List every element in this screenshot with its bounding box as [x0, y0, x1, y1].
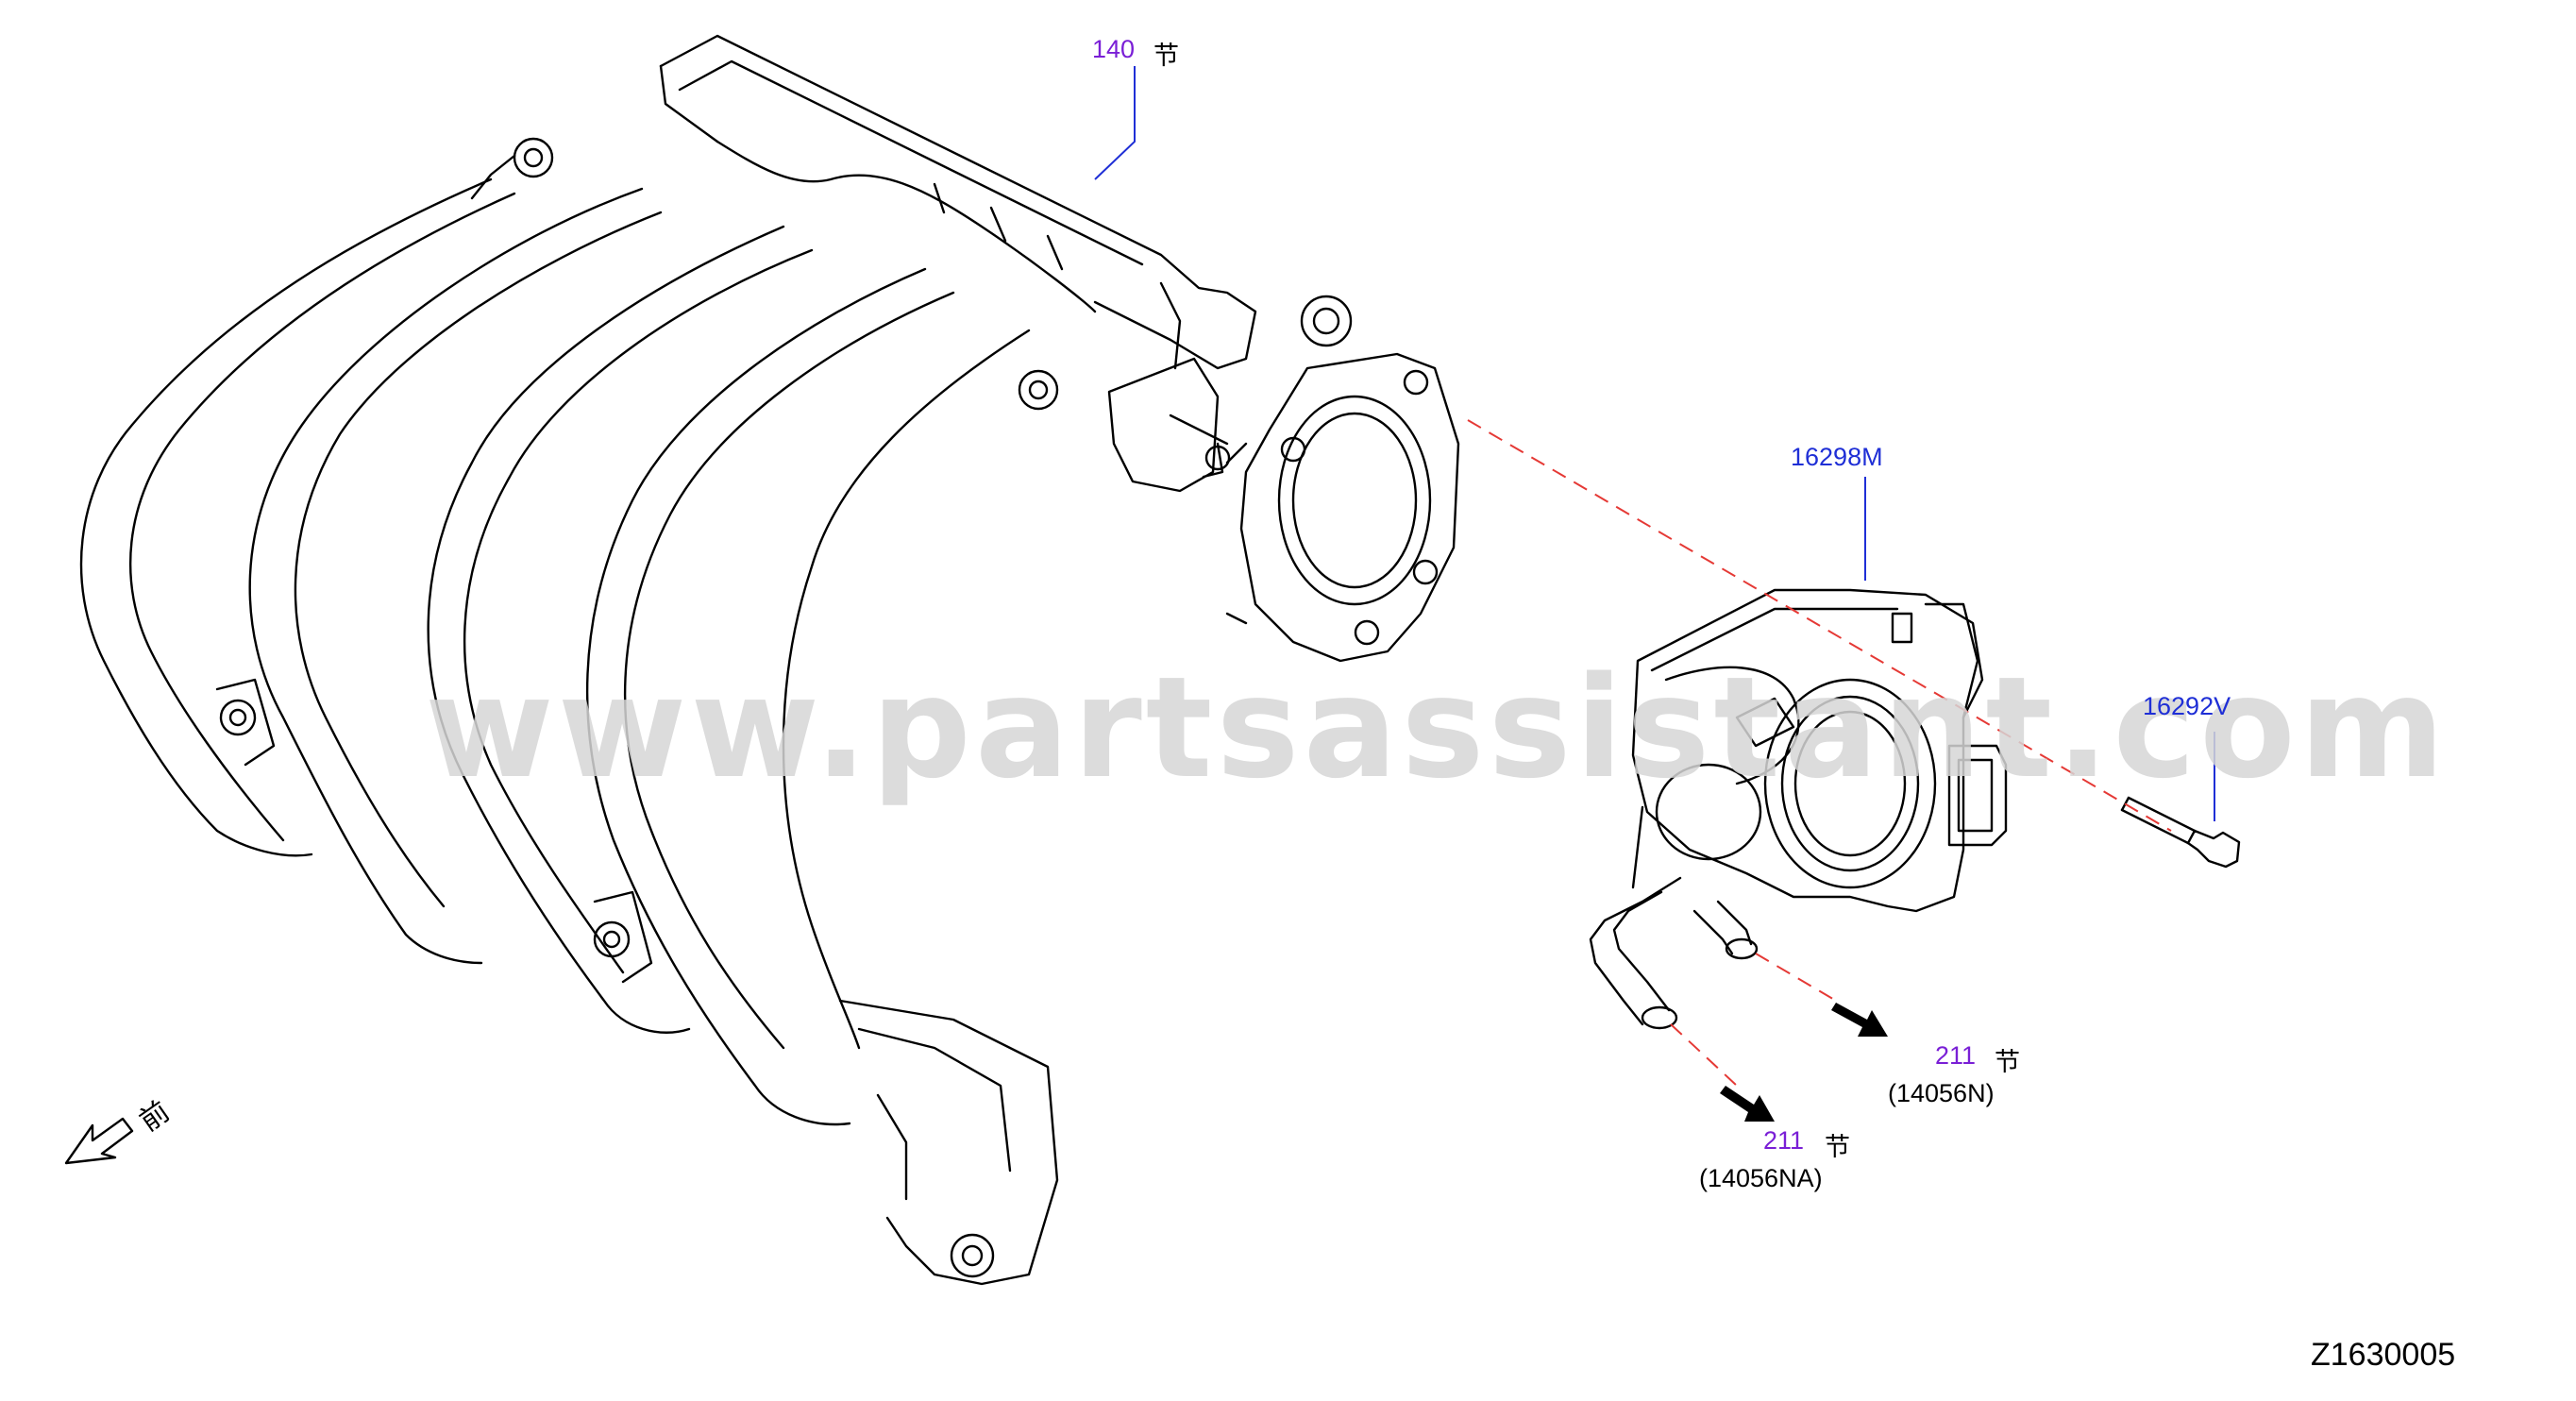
callout-211-a[interactable]: 211 — [1935, 1041, 1977, 1070]
watermark: www.partsassistant.com — [425, 647, 2450, 809]
dash-manifold-to-throttle — [1467, 419, 2172, 832]
callout-211-a-partno: (14056N) — [1888, 1079, 1995, 1107]
figure-code: Z1630005 — [2311, 1337, 2456, 1373]
callout-211-a-section-mark: 节 — [1995, 1048, 2020, 1076]
callout-211-b-section-mark: 节 — [1825, 1133, 1850, 1161]
callout-211-b[interactable]: 211 — [1763, 1126, 1805, 1155]
front-arrow-icon — [64, 1117, 134, 1165]
callout-140-section-mark: 节 — [1153, 42, 1179, 70]
callout-16292v[interactable]: 16292V — [2143, 692, 2231, 720]
callout-140-number: 140 — [1092, 35, 1136, 63]
callout-140[interactable]: 140 — [1092, 35, 1135, 63]
flow-arrow-icon — [1831, 1003, 1888, 1037]
dash-pipe-b — [1670, 1023, 1738, 1087]
manifold-throttle-flange[interactable] — [1225, 352, 1460, 663]
dash-pipe-a — [1755, 953, 1837, 1002]
callout-16298m[interactable]: 16298M — [1791, 443, 1883, 471]
callout-211-b-partno: (14056NA) — [1699, 1164, 1823, 1192]
flow-arrow-icon — [1720, 1086, 1775, 1122]
throttle-body[interactable] — [1589, 588, 2008, 1030]
intake-manifold[interactable] — [79, 34, 1353, 1286]
leader-140 — [1094, 66, 1136, 180]
